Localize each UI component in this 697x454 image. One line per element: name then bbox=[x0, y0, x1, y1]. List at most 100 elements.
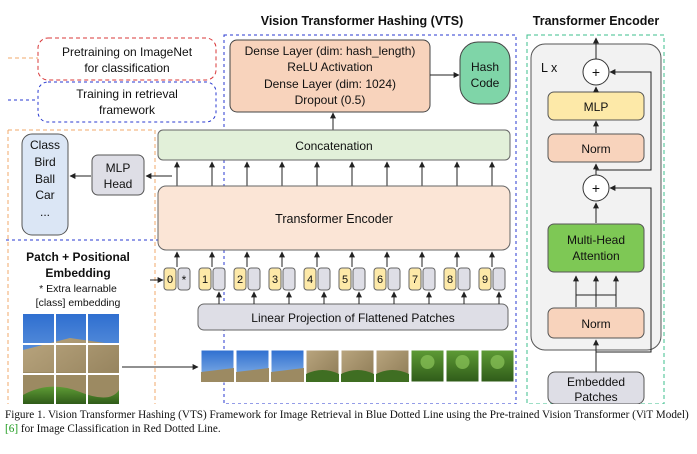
class-car: Car bbox=[35, 188, 54, 202]
norm-label-lower: Norm bbox=[581, 317, 610, 331]
patch-detail bbox=[376, 370, 409, 382]
attention-line2: Attention bbox=[572, 249, 619, 263]
position-token-label: 4 bbox=[307, 274, 313, 286]
class-embedding-token bbox=[177, 267, 191, 291]
position-token-1 bbox=[198, 267, 212, 291]
class-bird: Bird bbox=[34, 155, 55, 169]
caption-part1: Figure 1. Vision Transformer Hashing (VT… bbox=[5, 409, 689, 421]
patch-embedding-title-1: Patch + Positional bbox=[26, 250, 130, 264]
patch-detail bbox=[420, 355, 435, 369]
patch-embedding-token bbox=[492, 267, 506, 291]
position-token-label: 0 bbox=[167, 274, 173, 286]
class-output-box bbox=[21, 133, 69, 236]
diagram-title: Vision Transformer Hashing (VTS) bbox=[261, 14, 464, 28]
transformer-encoder-box bbox=[157, 185, 511, 251]
norm-box-upper bbox=[547, 133, 645, 163]
patch-embedding-token bbox=[317, 267, 331, 291]
projection-arrows bbox=[216, 291, 502, 304]
position-token-2 bbox=[233, 267, 247, 291]
patch-detail bbox=[490, 355, 505, 369]
linear-projection-box bbox=[197, 303, 509, 331]
embedded-line1: Embedded bbox=[567, 375, 625, 389]
legend-pretraining-box bbox=[37, 37, 217, 81]
position-token-label: 7 bbox=[412, 274, 418, 286]
hash-label-1: Hash bbox=[471, 60, 499, 74]
patch-embedding-token bbox=[352, 267, 366, 291]
position-token-4 bbox=[303, 267, 317, 291]
dense-line-1: Dense Layer (dim: hash_length) bbox=[245, 44, 416, 58]
mlp-head-line1: MLP bbox=[106, 161, 131, 175]
position-token-7 bbox=[408, 267, 422, 291]
legend-training-line1: Training in retrieval bbox=[76, 87, 178, 101]
mlp-head-line2: Head bbox=[104, 177, 133, 191]
position-token-label: 2 bbox=[237, 274, 243, 286]
position-token-label: 3 bbox=[272, 274, 278, 286]
add-symbol-lower: + bbox=[592, 180, 600, 196]
encoder-to-concat-arrows bbox=[174, 161, 495, 186]
legend-pretraining-line2: for classification bbox=[84, 61, 169, 75]
transformer-encoder-label: Transformer Encoder bbox=[275, 212, 393, 226]
patch-embedding-token bbox=[422, 267, 436, 291]
mlp-label: MLP bbox=[584, 100, 609, 114]
embedded-line2: Patches bbox=[574, 390, 617, 404]
patch-embedding-token bbox=[387, 267, 401, 291]
norm-box-lower bbox=[547, 307, 645, 339]
dense-line-4: Dropout (0.5) bbox=[295, 93, 366, 107]
legend-pretraining-line1: Pretraining on ImageNet bbox=[62, 45, 193, 59]
patch-note-2: [class] embedding bbox=[36, 297, 121, 309]
orange-dashed-region bbox=[8, 129, 156, 404]
patch-embedding-token bbox=[457, 267, 471, 291]
patch-embedding-title-2: Embedding bbox=[45, 266, 110, 280]
figure-caption: Figure 1. Vision Transformer Hashing (VT… bbox=[5, 408, 693, 436]
patch-note-1: * Extra learnable bbox=[39, 283, 117, 295]
norm-label-upper: Norm bbox=[581, 142, 610, 156]
dense-head-block bbox=[229, 39, 431, 113]
patch-detail bbox=[306, 370, 339, 382]
position-token-label: 6 bbox=[377, 274, 383, 286]
patch-detail bbox=[236, 368, 269, 382]
position-token-6 bbox=[373, 267, 387, 291]
mlp-head-box bbox=[91, 154, 145, 196]
position-token-8 bbox=[443, 267, 457, 291]
position-token-label: 1 bbox=[202, 274, 208, 286]
residual-upper bbox=[596, 69, 652, 171]
class-label: Class bbox=[30, 138, 60, 152]
patch-detail bbox=[201, 368, 234, 382]
legend-training-line2: framework bbox=[99, 103, 156, 117]
hash-label-2: Code bbox=[471, 76, 500, 90]
legend-training-box bbox=[37, 81, 217, 123]
source-image bbox=[23, 314, 119, 404]
patch-detail bbox=[455, 355, 470, 369]
repeat-label: L x bbox=[541, 61, 558, 75]
class-ellipsis: ... bbox=[40, 205, 50, 219]
position-token-label: 5 bbox=[342, 274, 348, 286]
concatenation-label: Concatenation bbox=[295, 139, 372, 153]
position-token-5 bbox=[338, 267, 352, 291]
attention-line1: Multi-Head bbox=[567, 233, 625, 247]
patch-embedding-token bbox=[282, 267, 296, 291]
dense-line-2: ReLU Activation bbox=[287, 60, 372, 74]
class-token-star: * bbox=[182, 273, 187, 287]
position-token-label: 8 bbox=[447, 274, 453, 286]
patch-detail bbox=[271, 368, 304, 382]
position-token-label: 9 bbox=[482, 274, 488, 286]
position-token-3 bbox=[268, 267, 282, 291]
token-row: 0 * 1 2 3 4 5 6 7 8 9 bbox=[163, 251, 506, 291]
linear-projection-label: Linear Projection of Flattened Patches bbox=[251, 311, 454, 325]
add-symbol-upper: + bbox=[592, 64, 600, 80]
patch-strip bbox=[200, 349, 515, 383]
patch-embedding-token bbox=[247, 267, 261, 291]
position-token-9 bbox=[478, 267, 492, 291]
encoder-title: Transformer Encoder bbox=[533, 14, 660, 28]
caption-part2: for Image Classification in Red Dotted L… bbox=[18, 423, 221, 435]
patch-detail bbox=[341, 370, 374, 382]
patch-embedding-token bbox=[212, 267, 226, 291]
residual-lower bbox=[596, 185, 652, 353]
position-token-0 bbox=[163, 267, 177, 291]
attention-box bbox=[547, 223, 645, 273]
hash-code-box bbox=[459, 41, 511, 105]
dense-line-3: Dense Layer (dim: 1024) bbox=[264, 77, 396, 91]
class-ball: Ball bbox=[35, 172, 55, 186]
diagram-canvas: Vision Transformer Hashing (VTS) Transfo… bbox=[6, 14, 665, 405]
